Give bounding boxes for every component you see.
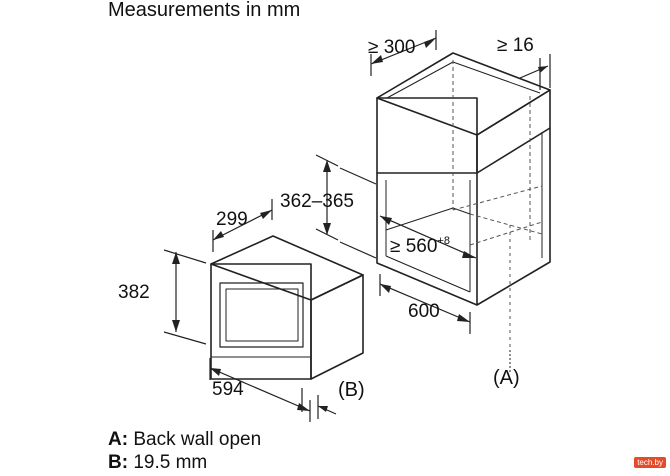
cabinet-back-dashed xyxy=(452,60,543,350)
arrowheads xyxy=(172,38,548,412)
appliance-side xyxy=(310,274,364,380)
watermark-badge: tech.by xyxy=(634,457,666,468)
legend-a-text: Back wall open xyxy=(133,429,262,450)
appliance-window xyxy=(225,288,299,342)
dim-niche-width-base: ≥ 560 xyxy=(390,236,438,257)
appliance-drawing xyxy=(210,235,364,380)
dim-appliance-height: 382 xyxy=(118,282,150,303)
dim-gap: ≥ 16 xyxy=(497,35,534,56)
legend-a: A: Back wall open xyxy=(108,430,261,449)
legend-b-key: B: xyxy=(108,452,129,473)
appliance-door xyxy=(219,282,304,348)
legend-a-key: A: xyxy=(108,429,129,450)
dim-niche-height: 362–365 xyxy=(280,191,354,212)
dim-cabinet-width: 600 xyxy=(408,301,440,322)
marker-b: (B) xyxy=(338,379,365,401)
cabinet-niche-frame xyxy=(376,173,478,306)
legend-b-text: 19.5 mm xyxy=(133,452,208,473)
cabinet-side xyxy=(476,128,551,306)
page-title: Measurements in mm xyxy=(108,0,301,21)
cabinet-top-front xyxy=(376,97,478,174)
dim-appliance-depth: 299 xyxy=(216,209,248,230)
marker-a: (A) xyxy=(493,367,520,389)
dim-niche-depth: ≥ 300 xyxy=(368,37,416,58)
dim-appliance-width: 594 xyxy=(212,379,244,400)
dim-niche-width: ≥ 560+8 xyxy=(390,235,450,257)
dim-niche-width-sup: +8 xyxy=(437,235,450,247)
legend-b: B: 19.5 mm xyxy=(108,453,207,472)
cabinet-drawing xyxy=(376,52,551,350)
cabinet-top-side xyxy=(476,89,551,174)
appliance-top xyxy=(210,235,364,301)
